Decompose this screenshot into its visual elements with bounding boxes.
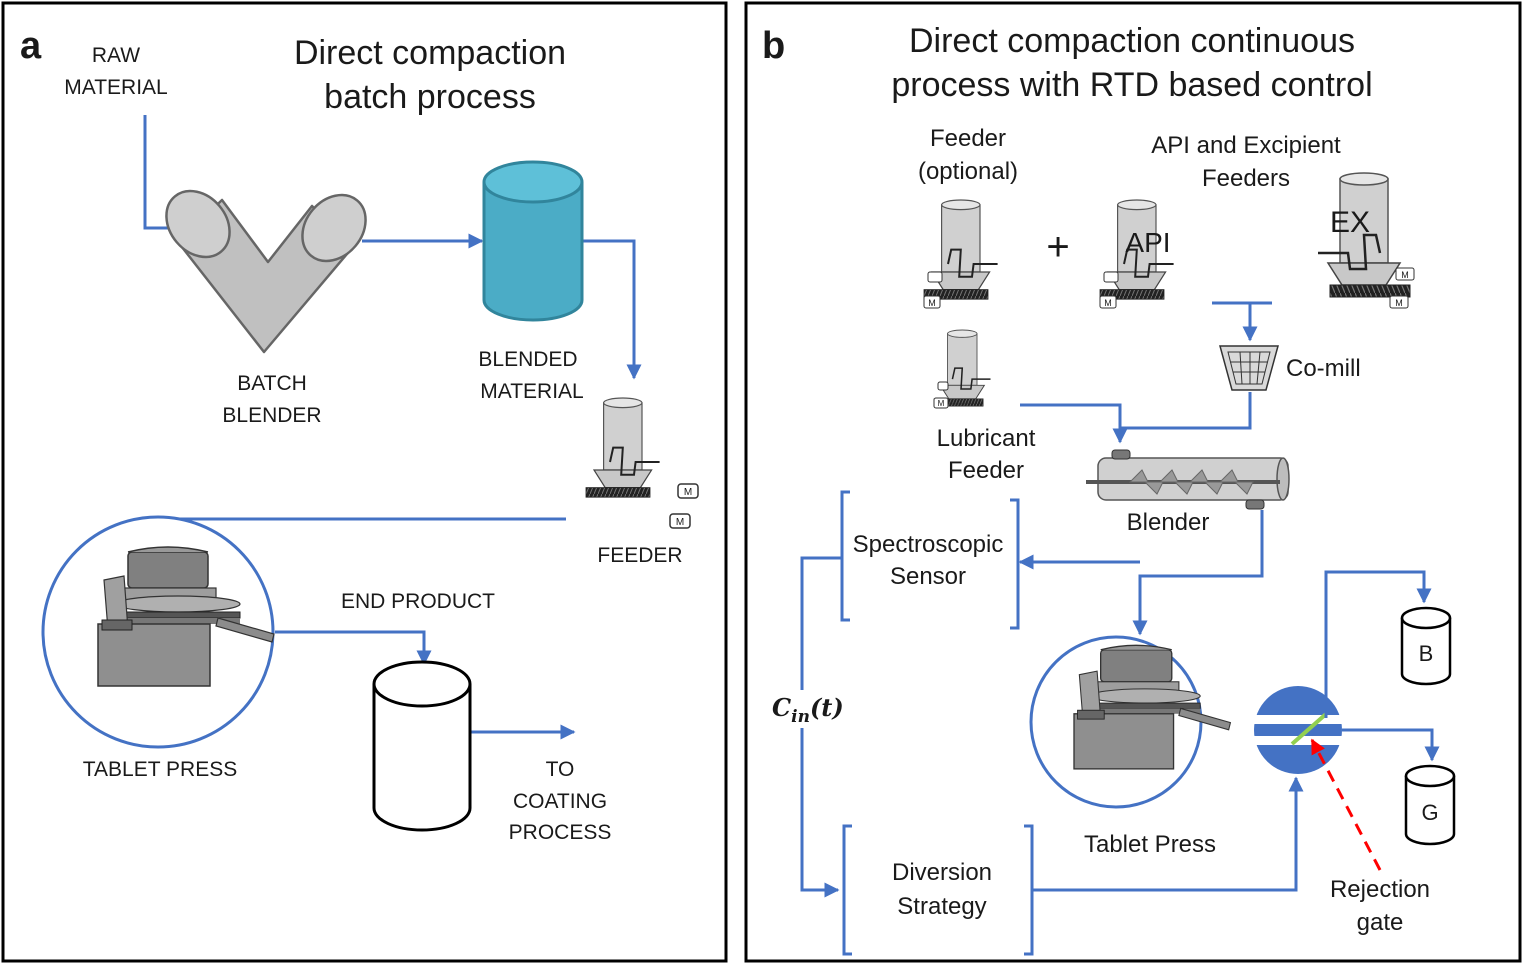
feeder-optional-label-line2: (optional) [918,158,1018,185]
panel-b: b Direct compaction continuous process w… [744,1,1522,963]
panel-a-letter: a [20,25,42,67]
lubricant-label-line2: Feeder [948,457,1024,484]
cin-label-bg [770,690,840,728]
to-coating-label-line1: TO [546,758,575,781]
svg-text:M: M [928,298,936,308]
rejection-gate-icon [1254,686,1342,774]
flow-comill-to-blender [1120,392,1252,430]
batch-blender-label-line2: BLENDER [222,404,321,427]
panel-b-title-line2: process with RTD based control [891,66,1372,104]
svg-text:M: M [1395,298,1403,308]
flow-diversion-to-gate [1032,776,1304,892]
continuous-blender-icon [1086,449,1290,510]
svg-text:M: M [938,399,945,408]
api-excipient-label-line2: Feeders [1202,165,1290,192]
feeder-label: FEEDER [597,544,682,567]
optional-feeder-icon [922,198,999,301]
lubricant-feeder-icon [933,329,992,407]
blender-label: Blender [1127,509,1210,536]
flow-press-to-product [275,630,432,666]
flow-gate-to-g [1342,728,1440,762]
bin-b-label: B [1419,641,1434,666]
flow-lubricant-to-blender [1020,403,1128,444]
plus-sign: + [1046,225,1069,269]
tablet-press-label: TABLET PRESS [83,758,237,781]
sensor-label-line2: Sensor [890,563,966,590]
flow-gate-to-b [1324,570,1432,718]
api-label: API [1125,227,1170,258]
bin-g-label: G [1421,800,1438,825]
panel-b-title-line1: Direct compaction continuous [909,22,1355,60]
batch-blender-label-line1: BATCH [237,372,307,395]
panel-a-border [1,1,728,963]
optional-feeder-motor-icons: M [923,271,943,309]
blended-material-icon [482,160,584,322]
cin-label: Cin(t) [772,693,844,727]
panel-b-letter: b [762,25,785,67]
batch-blender-icon [165,189,367,354]
lubricant-label-line1: Lubricant [937,425,1036,452]
flow-blended-to-feeder [582,239,642,380]
flow-blender-to-press [1132,510,1264,636]
comill-label: Co-mill [1286,355,1361,382]
svg-text:M: M [1401,270,1409,280]
b-tablet-press-label: Tablet Press [1084,831,1216,858]
api-excipient-label-line1: API and Excipient [1151,132,1341,159]
raw-material-label-line2: MATERIAL [64,76,167,99]
bin-b-icon [1400,606,1452,686]
feeder-motor-icons: M M [669,483,699,529]
blended-material-label-line2: MATERIAL [480,380,583,403]
raw-material-label-line1: RAW [92,44,140,67]
spectroscopic-sensor-box [840,490,1020,630]
ex-feeder-motor-icons: M M [1389,267,1415,309]
feeder-optional-label-line1: Feeder [930,125,1006,152]
rejection-label-line2: gate [1357,909,1404,936]
sensor-label-line1: Spectroscopic [853,531,1004,558]
api-feeder-motor-icons: M [1099,271,1119,309]
feeder-icon [584,396,661,499]
to-coating-label-line2: COATING [513,790,607,813]
end-product-container-icon [372,660,472,832]
rejection-label-line1: Rejection [1330,876,1430,903]
svg-text:M: M [676,517,684,528]
blended-material-label-line1: BLENDED [478,348,577,371]
svg-text:M: M [684,487,692,498]
diversion-label-line1: Diversion [892,859,992,886]
ex-label: EX [1330,206,1370,239]
to-coating-label-line3: PROCESS [509,821,612,844]
panel-a: a Direct compaction batch process RAW MA… [1,1,728,963]
diversion-label-line2: Strategy [897,893,986,920]
rejection-gate-arrow [1310,738,1382,871]
bin-g-icon [1404,764,1456,846]
panel-b-border [744,1,1522,963]
svg-text:M: M [1104,298,1112,308]
end-product-label: END PRODUCT [341,590,495,613]
lubricant-feeder-motor-icons: M [933,381,949,409]
diversion-strategy-box [842,824,1034,956]
panel-a-title-line2: batch process [324,78,536,116]
panel-a-title-line1: Direct compaction [294,34,566,72]
comill-icon [1219,345,1279,391]
